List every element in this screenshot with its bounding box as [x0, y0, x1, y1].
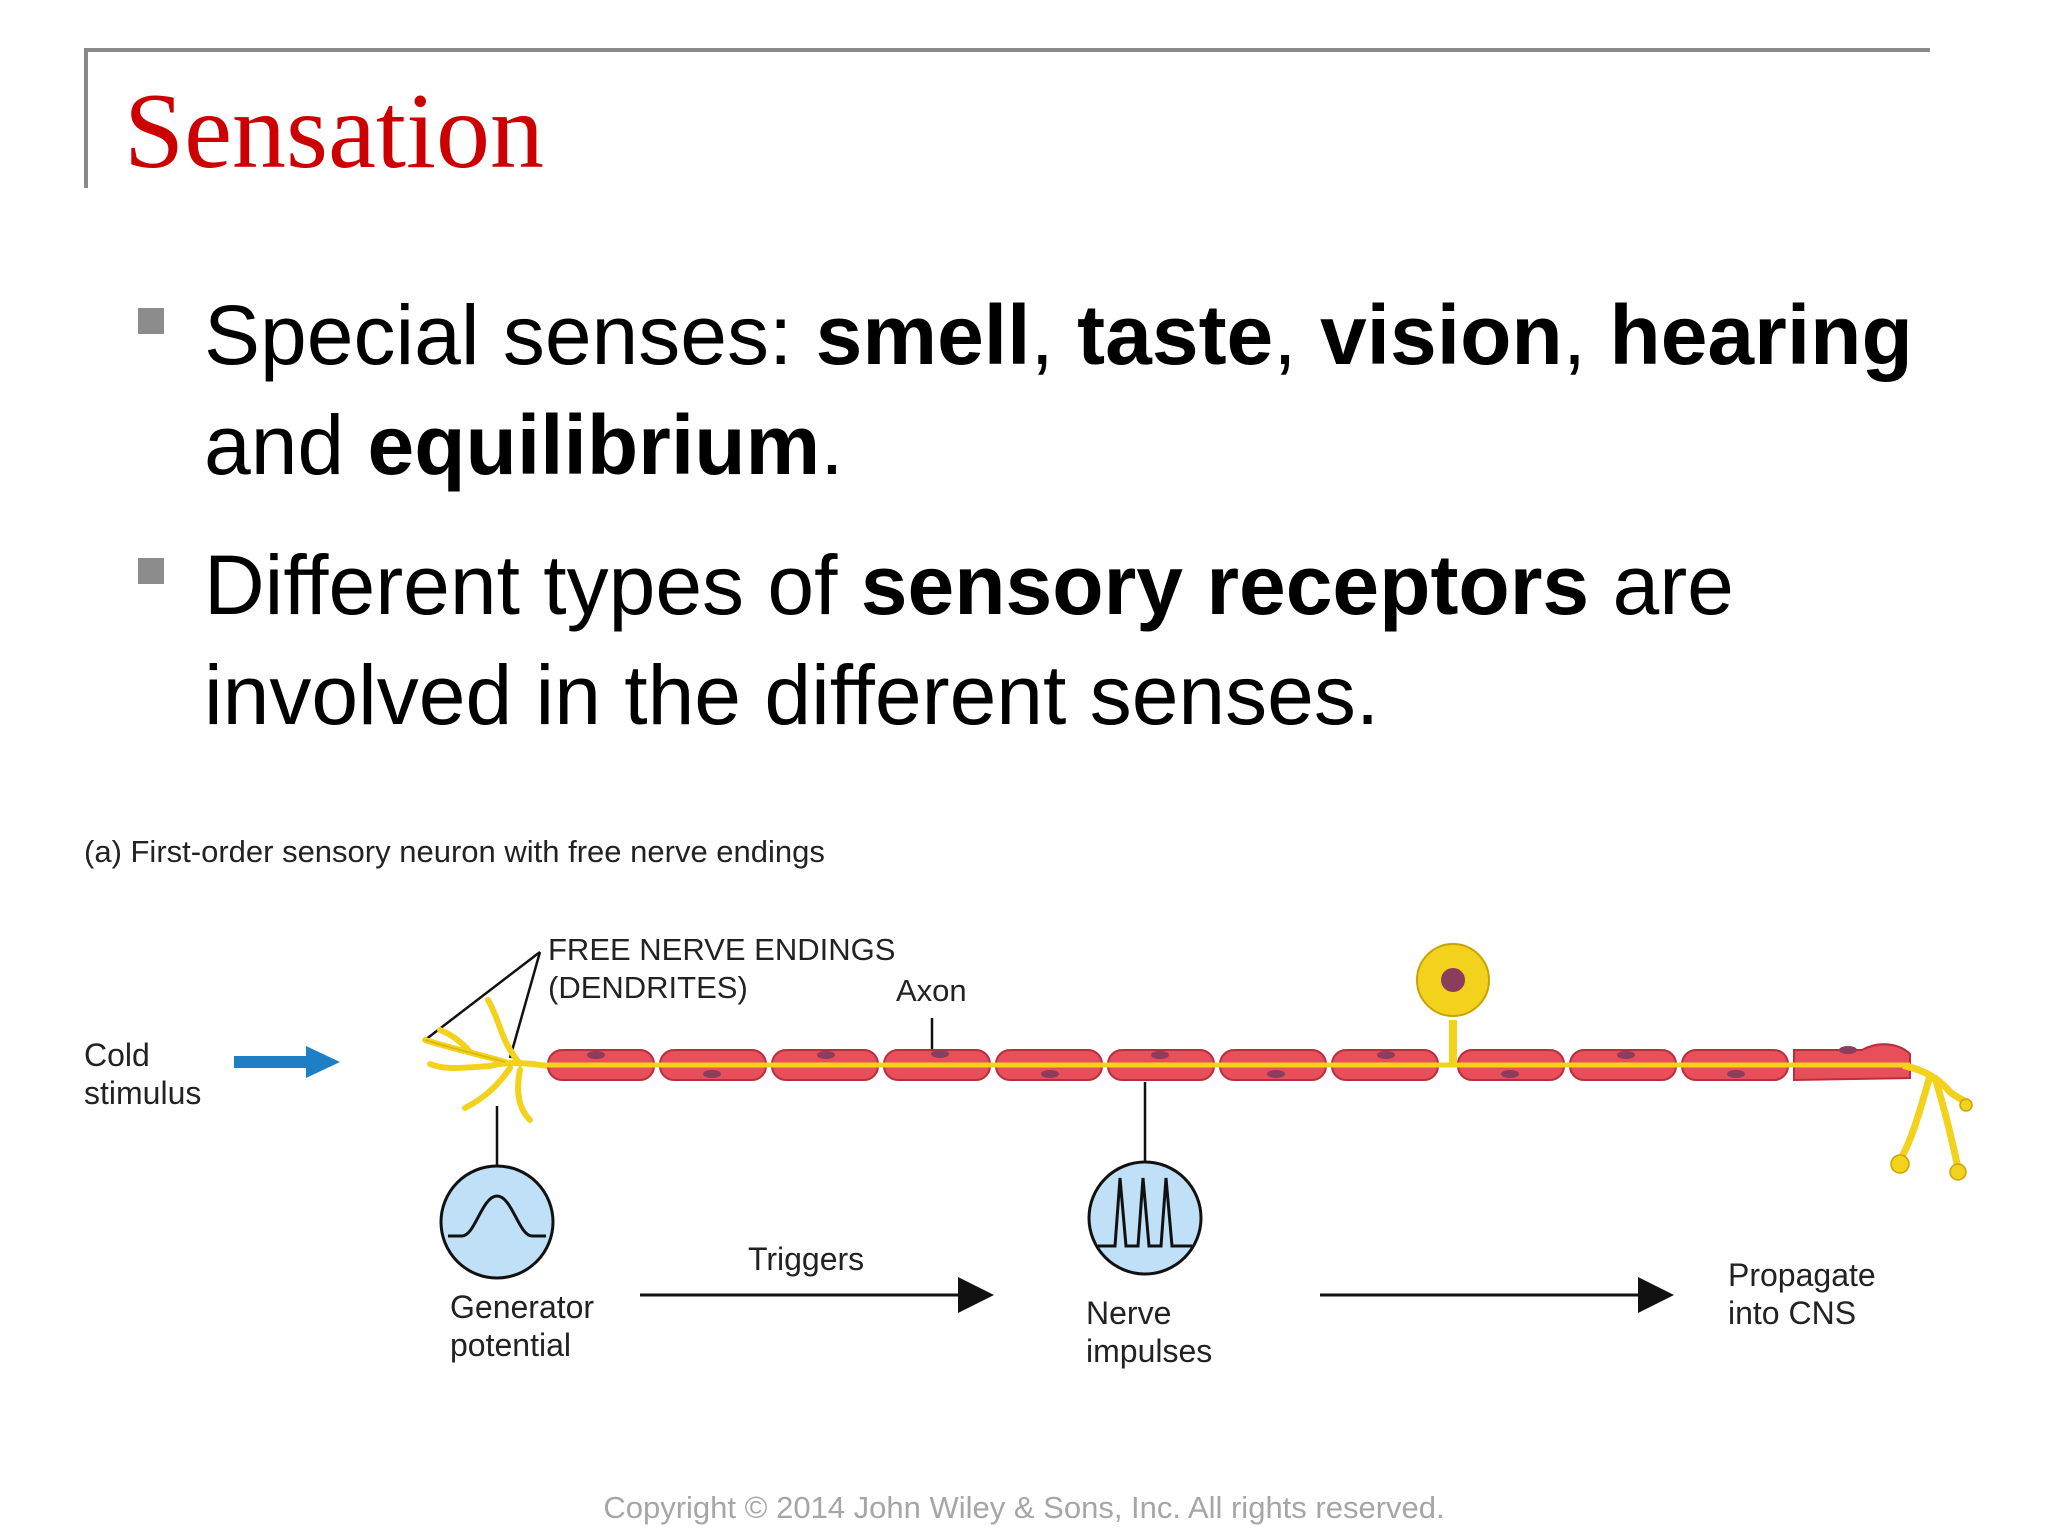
title-frame-left — [84, 48, 88, 188]
title-frame-top — [84, 48, 1930, 52]
stimulus-label-line2: stimulus — [84, 1075, 201, 1111]
copyright-footer: Copyright © 2014 John Wiley & Sons, Inc.… — [603, 1490, 1445, 1525]
slide-title: Sensation — [124, 72, 544, 191]
bullet-1-equilibrium: equilibrium — [367, 398, 821, 492]
axon-label: Axon — [896, 973, 967, 1008]
bullet-1-taste: taste — [1077, 288, 1274, 382]
bullet-1-sep: , — [1562, 288, 1610, 382]
generator-potential-icon — [439, 1164, 555, 1280]
bullet-text: Different types of sensory receptors are… — [204, 538, 1734, 742]
impulses-label-line1: Nerve — [1086, 1295, 1171, 1331]
bullet-square-icon — [138, 308, 164, 334]
triggers-label: Triggers — [748, 1241, 864, 1277]
myelin-sheath — [547, 1043, 1911, 1082]
bullet-1-hearing: hearing — [1609, 288, 1913, 382]
bullet-1-and: and — [204, 398, 368, 492]
bullet-item: Special senses: smell, taste, vision, he… — [130, 280, 1930, 500]
impulses-label-line2: impulses — [1086, 1333, 1212, 1369]
generator-label-line2: potential — [450, 1327, 571, 1363]
propagate-label-line1: Propagate — [1728, 1257, 1876, 1293]
bullet-2-text: Different types of — [204, 538, 861, 632]
dendrite-outline — [424, 1039, 506, 1063]
bullet-1-period: . — [820, 398, 844, 492]
bullet-2-sensory-receptors: sensory receptors — [860, 538, 1590, 632]
dendrite-endings — [422, 997, 551, 1123]
endings-label-line1: FREE NERVE ENDINGS — [548, 932, 895, 967]
terminal-knobs — [1890, 1098, 1973, 1181]
bullet-1-vision: vision — [1319, 288, 1563, 382]
axon-terminals — [1896, 1062, 1970, 1172]
bullet-1-sep: , — [1030, 288, 1078, 382]
schwann-nuclei — [587, 1046, 1857, 1078]
diagram-caption: (a) First-order sensory neuron with free… — [84, 834, 825, 869]
generator-label-line1: Generator — [450, 1289, 594, 1325]
bullet-1-text: Special senses: — [204, 288, 816, 382]
stimulus-label-line1: Cold — [84, 1037, 150, 1073]
bullet-1-smell: smell — [815, 288, 1031, 382]
sensory-neuron-diagram: (a) First-order sensory neuron with free… — [84, 834, 1973, 1369]
propagate-label-line2: into CNS — [1728, 1295, 1856, 1331]
bullet-square-icon — [138, 558, 164, 584]
bullet-list: Special senses: smell, taste, vision, he… — [130, 280, 1930, 780]
endings-label-line2: (DENDRITES) — [548, 970, 748, 1005]
bullet-1-sep: , — [1273, 288, 1320, 382]
cell-body — [1416, 943, 1490, 1065]
nerve-impulses-icon — [1087, 1160, 1203, 1276]
bullet-item: Different types of sensory receptors are… — [130, 530, 1930, 750]
bullet-text: Special senses: smell, taste, vision, he… — [204, 288, 1913, 492]
stimulus-arrow-icon — [234, 1046, 340, 1078]
endings-pointer — [424, 951, 542, 1059]
bullet-2-text-end: are involved in the different senses. — [204, 538, 1734, 742]
